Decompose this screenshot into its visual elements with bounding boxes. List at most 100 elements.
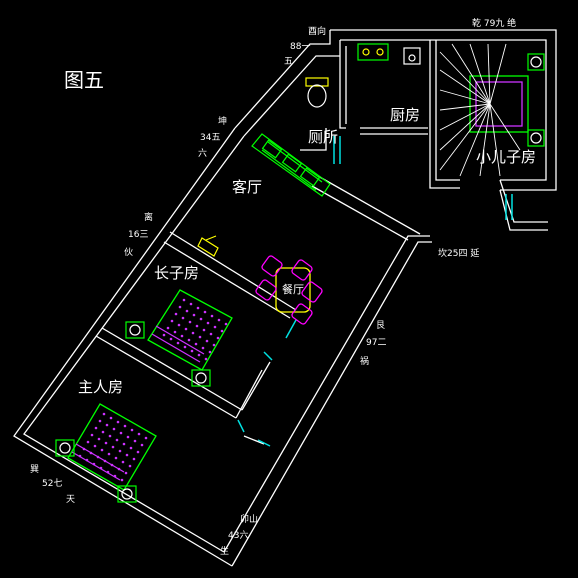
bed-dot <box>185 309 189 313</box>
side-table <box>197 235 219 257</box>
orientation-kun-2: 34五 <box>200 133 221 143</box>
bed-dot <box>217 318 221 322</box>
bed-dot <box>204 357 208 361</box>
bed-dot <box>205 339 209 343</box>
bed-dot <box>212 343 216 347</box>
bed-dot <box>129 446 133 450</box>
sofa <box>251 133 331 197</box>
stair-line <box>439 51 491 105</box>
bed-dot <box>111 445 115 449</box>
stair-line <box>487 43 491 105</box>
bed-dot <box>126 435 130 439</box>
bed-dot <box>144 436 148 440</box>
orientation-kan: 坎25四 延 <box>438 249 480 259</box>
orientation-xiyou-3: 五 <box>284 57 294 67</box>
youngest-son-bed <box>469 75 529 133</box>
stair-line <box>439 103 491 151</box>
bed-dot <box>178 305 182 309</box>
bed-dot <box>196 306 200 310</box>
bed-dot <box>106 470 110 474</box>
bed-dot <box>199 317 203 321</box>
bed-dot <box>181 316 185 320</box>
bed-dot <box>120 478 124 482</box>
bed-dot <box>191 331 195 335</box>
bed-dot <box>116 420 120 424</box>
room-label-kitchen: 厨房 <box>390 106 421 124</box>
kitchen-stove <box>357 43 389 61</box>
doors <box>237 136 513 447</box>
bed-dot <box>92 462 96 466</box>
bed-dot <box>216 336 220 340</box>
bed-dot <box>107 452 111 456</box>
bed-dot <box>137 432 141 436</box>
stair-line <box>479 103 491 177</box>
bed-dot <box>210 314 214 318</box>
bed-dot <box>102 412 106 416</box>
bed-dot <box>86 440 90 444</box>
stair-line <box>439 103 491 111</box>
bed-dot <box>89 451 93 455</box>
bed-dot <box>177 323 181 327</box>
bed-dot <box>176 341 180 345</box>
stair-line <box>439 89 491 105</box>
orientation-kun-3: 六 <box>198 149 208 159</box>
bed-dot <box>202 328 206 332</box>
orientation-xiyou-1: 酉向 <box>308 27 327 37</box>
bed-dot <box>121 460 125 464</box>
bed-dot <box>115 438 119 442</box>
bed-dot <box>162 333 166 337</box>
page-title: 图五 <box>64 68 104 92</box>
bed-dot <box>188 320 192 324</box>
bed-dot <box>208 350 212 354</box>
orientation-qian: 乾 79九 绝 <box>472 19 517 29</box>
bed-dot <box>118 449 122 453</box>
bed-dot <box>133 439 137 443</box>
bed-dot <box>93 444 97 448</box>
master-bed-pattern <box>78 412 148 482</box>
stair-line <box>489 103 501 177</box>
kitchen-sink <box>403 47 421 65</box>
bed-dot <box>114 456 118 460</box>
bed-dot <box>224 322 228 326</box>
stair-line <box>439 103 491 131</box>
eldest-son-bed <box>147 289 233 371</box>
bed-dot <box>100 448 104 452</box>
bed-dot <box>140 443 144 447</box>
bed-dot <box>209 332 213 336</box>
bed-dot <box>170 319 174 323</box>
bed-dot <box>122 442 126 446</box>
bed-dot <box>195 324 199 328</box>
bed-dot <box>125 453 129 457</box>
eldest-son-bed-pattern <box>162 298 228 361</box>
bed-dot <box>117 467 121 471</box>
stair-line <box>489 43 507 105</box>
stair-line <box>489 103 521 151</box>
bed-dot <box>96 455 100 459</box>
orientation-mao-3: 生 <box>220 547 230 557</box>
orientation-li-3: 伙 <box>124 248 134 258</box>
bed-dot <box>108 434 112 438</box>
bed-dot <box>98 419 102 423</box>
bed-dot <box>213 325 217 329</box>
bed-dot <box>189 302 193 306</box>
bed-dot <box>97 437 101 441</box>
bed-dot <box>190 349 194 353</box>
bed-dot <box>78 454 82 458</box>
bed-dot <box>112 427 116 431</box>
orientation-gen-3: 祸 <box>360 357 370 367</box>
bed-dot <box>203 310 207 314</box>
bed-dot <box>109 416 113 420</box>
bed-dot <box>103 459 107 463</box>
bed-dot <box>174 312 178 316</box>
bed-dot <box>206 321 210 325</box>
staircase <box>439 43 521 177</box>
bed-dot <box>182 298 186 302</box>
orientation-li-2: 16三 <box>128 230 149 240</box>
orientation-mao-2: 43六 <box>228 531 249 541</box>
bed-dot <box>105 423 109 427</box>
bed-dot <box>169 337 173 341</box>
bed-dot <box>197 353 201 357</box>
orientation-xun-3: 天 <box>66 495 76 505</box>
bed-dot <box>183 345 187 349</box>
